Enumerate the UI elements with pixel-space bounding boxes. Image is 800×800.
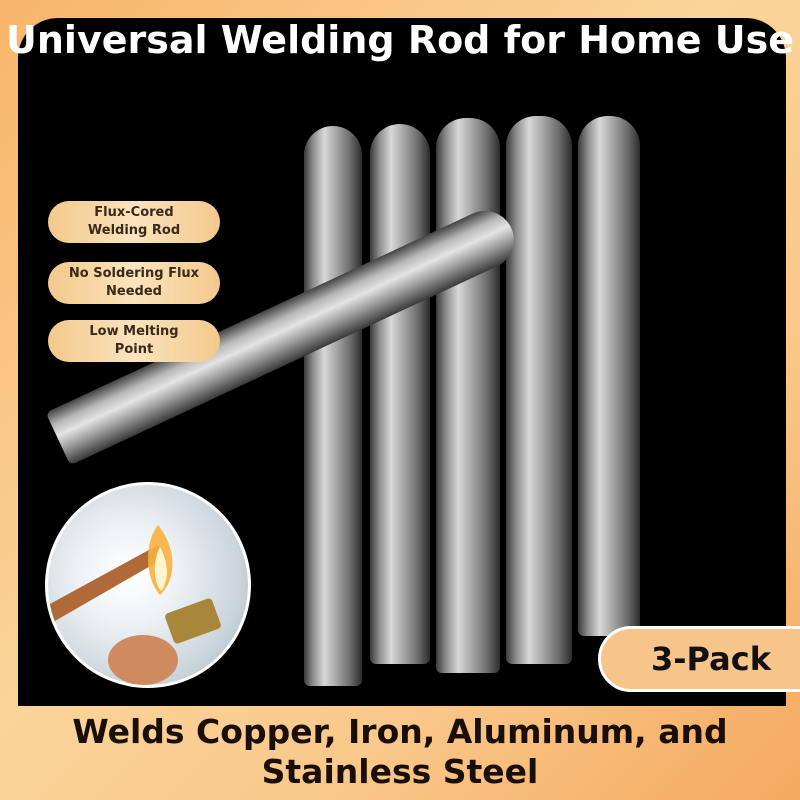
bottom-caption: Welds Copper, Iron, Aluminum, and Stainl… — [0, 712, 800, 792]
feature-line: No Soldering Flux — [68, 266, 200, 281]
feature-line: Low Melting — [89, 324, 179, 339]
caption-line: Welds Copper, Iron, Aluminum, and — [72, 712, 728, 751]
welding-rod — [304, 126, 362, 686]
feature-line: Welding Rod — [87, 223, 181, 238]
flame-demo-inset — [45, 482, 251, 688]
welding-rod — [506, 116, 572, 664]
feature-line: Flux-Cored — [94, 205, 174, 220]
caption-line: Stainless Steel — [261, 752, 539, 791]
feature-line: Point — [114, 342, 154, 357]
pack-count-badge: 3-Pack — [598, 626, 800, 692]
welding-rod — [578, 116, 640, 636]
feature-line: Needed — [106, 284, 162, 299]
welding-rod — [436, 118, 500, 673]
lighter-flame-icon — [48, 525, 221, 685]
welding-rod — [370, 124, 430, 664]
page-title: Universal Welding Rod for Home Use — [6, 18, 794, 62]
